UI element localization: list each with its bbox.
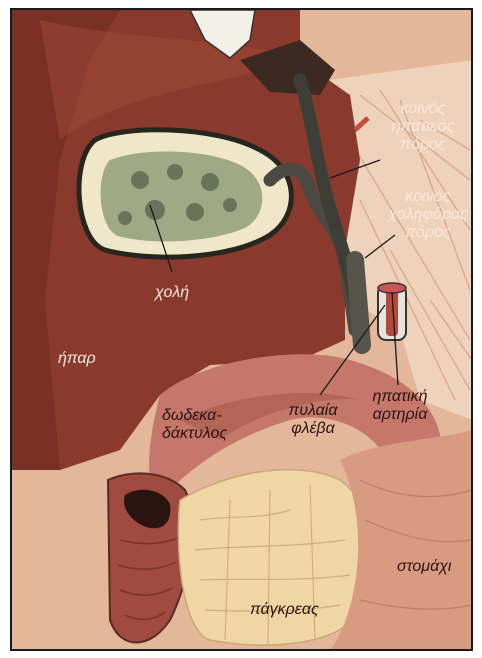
- label-line: κοινός: [378, 188, 478, 206]
- label-common-bile-duct: κοινός χοληφόρος πόρος: [378, 188, 478, 242]
- label-liver: ήπαρ: [58, 350, 96, 368]
- label-line: φλέβα: [278, 420, 348, 438]
- label-bile: χολή: [155, 284, 189, 302]
- label-line: κοινός: [368, 100, 478, 118]
- label-hepatic-artery: ηπατική αρτηρία: [360, 388, 440, 424]
- label-line: πόρος: [368, 136, 478, 154]
- common-bile-duct: [355, 260, 362, 345]
- label-line: δωδεκα-: [162, 407, 227, 425]
- label-duodenum: δωδεκα- δάκτυλος: [162, 407, 227, 443]
- label-line: δάκτυλος: [162, 425, 227, 443]
- label-common-hepatic-duct: κοινός ηπατικός πόρος: [368, 100, 478, 154]
- label-line: αρτηρία: [360, 406, 440, 424]
- vessel-top: [378, 283, 406, 293]
- label-pancreas: πάγκρεας: [250, 601, 319, 619]
- label-line: ηπατική: [360, 388, 440, 406]
- label-line: πόρος: [378, 224, 478, 242]
- label-line: χοληφόρος: [378, 206, 478, 224]
- label-stomach: στομάχι: [397, 558, 451, 576]
- label-portal-vein: πυλαία φλέβα: [278, 402, 348, 438]
- gallbladder-bile: [101, 152, 263, 242]
- label-line: πυλαία: [278, 402, 348, 420]
- label-line: ηπατικός: [368, 118, 478, 136]
